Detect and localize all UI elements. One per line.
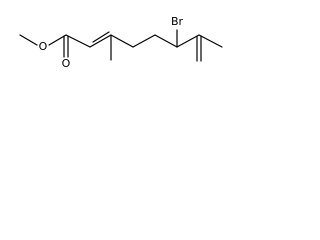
bond-methyl-o — [19, 34, 38, 46]
atom-carbonyl-oxygen: O — [62, 57, 71, 70]
bond-c7-methyl — [198, 34, 223, 48]
bond-c6-c7 — [176, 34, 200, 48]
bond-c1-c2 — [65, 34, 91, 48]
atom-bromine: Br — [171, 15, 184, 28]
bond-c2-c3-inner — [92, 31, 110, 43]
bond-c5-c6 — [154, 34, 178, 48]
bond-c4-c5 — [132, 34, 156, 48]
atom-ester-oxygen: O — [39, 40, 48, 53]
bond-o-carbonyl-c — [48, 34, 67, 46]
skeletal-structure: O O Br — [19, 15, 223, 70]
bond-c3-c4 — [110, 34, 134, 48]
bond-c2-c3 — [89, 34, 112, 48]
